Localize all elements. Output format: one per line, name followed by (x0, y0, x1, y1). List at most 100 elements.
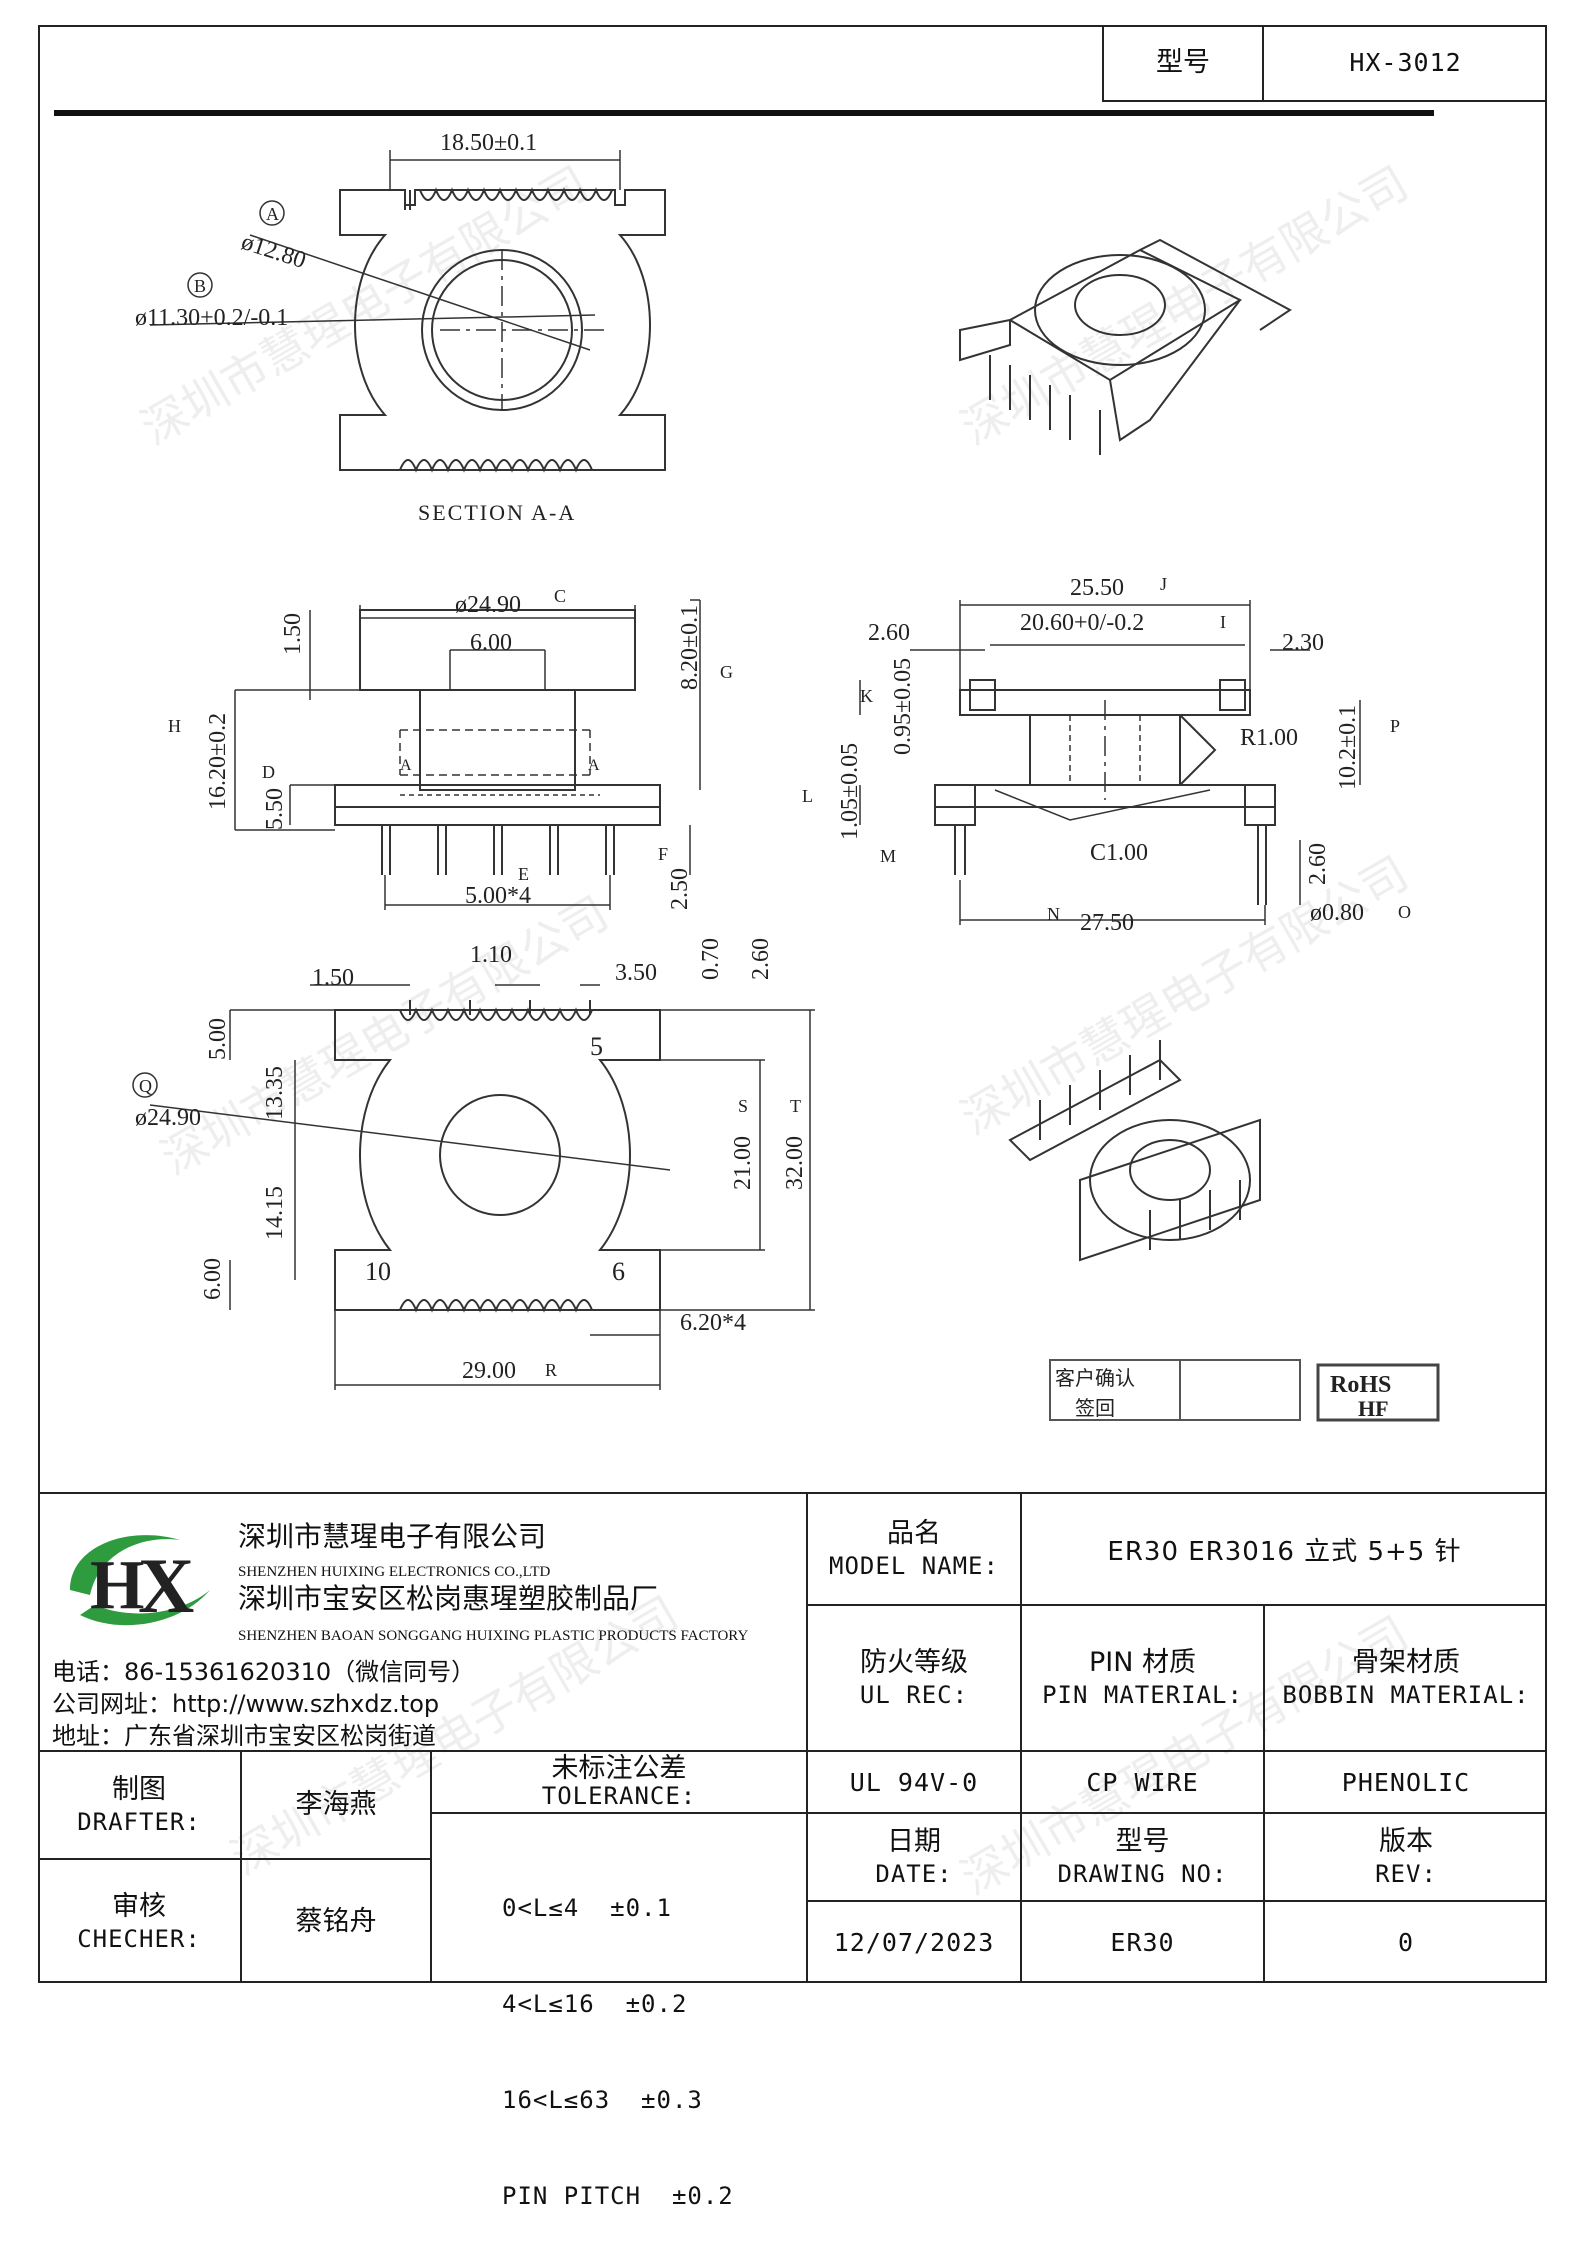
company-website: 公司网址：http://www.szhxdz.top (52, 1690, 440, 1718)
tolerance-label: 未标注公差 TOLERANCE: (541, 1753, 697, 1810)
grid-line (1020, 1492, 1022, 1983)
dim-d-110: 1.10 (470, 942, 512, 968)
technical-drawing: 18.50±0.1 A ø12.80 B ø11.30+0.2/-0.1 SEC… (132, 130, 1440, 1422)
dim-pin-dia: ø0.80 (1310, 900, 1364, 926)
dim-w-2060: 20.60+0/-0.2 (1020, 610, 1144, 636)
callout-e: E (518, 864, 529, 884)
company-name-cn: 深圳市慧瑆电子有限公司 (238, 1520, 547, 1553)
customer-confirm-stamp: 客户确认 签回 (1049, 1359, 1301, 1421)
callout-c: C (554, 586, 566, 606)
grid-line (806, 1812, 1547, 1814)
grid-line (430, 1812, 806, 1814)
model-name-label: 品名 MODEL NAME: (829, 1518, 999, 1580)
callout-p: P (1390, 716, 1400, 736)
dim-h-550: 5.50 (262, 788, 288, 830)
header-rule (54, 110, 1434, 116)
callout-f: F (658, 844, 668, 864)
callout-t: T (790, 1096, 801, 1116)
confirm-text-2: 签回 (1075, 1397, 1115, 1420)
pin-material-label: PIN 材质 PIN MATERIAL: (1042, 1647, 1243, 1709)
pin-label-5: 5 (590, 1032, 603, 1061)
callout-a: A (266, 204, 279, 224)
pin-label-10: 10 (365, 1257, 391, 1286)
dim-h-260: 2.60 (1305, 843, 1331, 885)
title-block-top-rule (38, 1492, 1547, 1494)
callout-o: O (1398, 902, 1411, 922)
isometric-view-top (959, 238, 1292, 455)
grid-line (806, 1492, 808, 1983)
rev-label: 版本 REV: (1375, 1826, 1437, 1888)
callout-l: L (802, 786, 813, 806)
callout-r: R (545, 1360, 557, 1380)
dim-d-2100: 21.00 (730, 1136, 756, 1190)
callout-q: Q (139, 1076, 152, 1096)
dim-d-2900: 29.00 (462, 1358, 516, 1384)
dim-h-250: 2.50 (667, 868, 693, 910)
dim-h-1020: 10.2±0.1 (1335, 705, 1361, 790)
callout-h: H (168, 716, 181, 736)
rev-value: 0 (1397, 1928, 1415, 1957)
date-label: 日期 DATE: (875, 1826, 953, 1888)
dim-d-3200: 32.00 (782, 1136, 808, 1190)
header-model-label: 型号 (1156, 46, 1210, 78)
bobbin-material-value: PHENOLIC (1341, 1767, 1471, 1797)
callout-b: B (194, 276, 206, 296)
drafter-label: 制图 DRAFTER: (77, 1774, 201, 1836)
drawing-frame (38, 25, 1547, 1983)
factory-name-cn: 深圳市宝安区松岗惠瑆塑胶制品厂 (238, 1582, 659, 1615)
dim-dia-a: ø12.80 (238, 229, 309, 274)
drawing-no-label: 型号 DRAWING NO: (1057, 1826, 1228, 1888)
company-address: 地址：广东省深圳市宝安区松岗街道 (52, 1722, 436, 1750)
model-name-value: ER30 ER3016 立式 5+5 针 (1107, 1536, 1462, 1567)
dim-h-1620: 16.20±0.2 (205, 713, 231, 810)
date-value: 12/07/2023 (833, 1928, 995, 1957)
grid-line (240, 1750, 242, 1983)
checker-label: 审核 CHECHER: (77, 1890, 201, 1953)
dim-d-1415: 14.15 (262, 1186, 288, 1240)
grid-line (430, 1750, 432, 1983)
grid-line (1263, 1604, 1265, 1983)
dim-d-070: 0.70 (698, 938, 724, 980)
dim-chamfer: C1.00 (1090, 840, 1148, 866)
dim-top-width: 18.50±0.1 (440, 130, 537, 156)
ul-value: UL 94V-0 (849, 1767, 979, 1797)
dim-w-2550: 25.50 (1070, 575, 1124, 601)
dim-w-260: 2.60 (868, 620, 910, 646)
dim-radius: R1.00 (1240, 725, 1298, 751)
dim-h-820: 8.20±0.1 (677, 605, 703, 690)
factory-name-en: SHENZHEN BAOAN SONGGANG HUIXING PLASTIC … (238, 1628, 749, 1644)
drawing-no-value: ER30 (1110, 1928, 1175, 1957)
dim-width-6: 6.00 (470, 630, 512, 656)
svg-text:H: H (90, 1547, 144, 1624)
bobbin-material-label: 骨架材质 BOBBIN MATERIAL: (1282, 1647, 1530, 1709)
dim-w-2750: 27.50 (1080, 910, 1134, 936)
dim-d-260: 2.60 (748, 938, 774, 980)
tolerance-list: 0<L≤4 ±0.1 4<L≤16 ±0.2 16<L≤63 ±0.3 PIN … (502, 1828, 734, 2244)
section-mark-right: A (588, 757, 600, 774)
grid-line (38, 1750, 1547, 1752)
grid-line (38, 1858, 430, 1860)
callout-g: G (720, 662, 733, 682)
dim-dia-q: ø24.90 (135, 1105, 201, 1131)
callout-d: D (262, 762, 275, 782)
dim-h-095: 0.95±0.05 (890, 658, 916, 755)
svg-text:X: X (138, 1542, 194, 1629)
header-model-value: HX-3012 (1349, 48, 1462, 77)
drafter-name: 李海燕 (295, 1789, 377, 1820)
tolerance-row: 16<L≤63 ±0.3 (502, 2086, 703, 2114)
tolerance-row: 0<L≤4 ±0.1 (502, 1894, 672, 1922)
grid-line (806, 1604, 1547, 1606)
dim-h-105: 1.05±0.05 (837, 743, 863, 840)
section-label: SECTION A-A (418, 500, 576, 525)
dim-dia-b: ø11.30+0.2/-0.1 (135, 305, 288, 331)
hf-text: HF (1358, 1396, 1389, 1421)
callout-j: J (1160, 574, 1167, 594)
callout-n: N (1047, 904, 1060, 924)
dim-d-620: 6.20*4 (680, 1310, 746, 1336)
dim-flange-dia: ø24.90 (455, 592, 521, 618)
rohs-text: RoHS (1330, 1372, 1391, 1398)
confirm-text-1: 客户确认 (1055, 1367, 1135, 1390)
tolerance-row: 4<L≤16 ±0.2 (502, 1990, 688, 2018)
rohs-stamp: RoHS HF (1316, 1363, 1440, 1422)
dim-d-350: 3.50 (615, 960, 657, 986)
